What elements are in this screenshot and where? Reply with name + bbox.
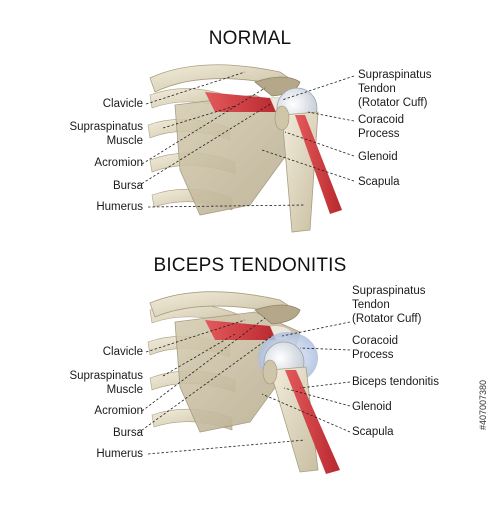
normal-label-acromion: Acromion <box>94 157 143 169</box>
title-biceps-tendonitis: BICEPS TENDONITIS <box>153 255 347 276</box>
biceps-label-supraspinatus-muscle: Supraspinatus Muscle <box>69 370 143 396</box>
biceps-label-biceps-tendonitis: Biceps tendonitis <box>352 376 439 388</box>
normal-shoulder-illustration <box>137 64 355 233</box>
normal-label-supraspinatus-tendon: Supraspinatus Tendon (Rotator Cuff) <box>358 69 432 109</box>
normal-label-scapula: Scapula <box>358 176 400 188</box>
normal-label-humerus: Humerus <box>96 201 143 213</box>
normal-label-glenoid: Glenoid <box>358 151 398 163</box>
normal-label-clavicle: Clavicle <box>102 98 143 110</box>
biceps-label-humerus: Humerus <box>96 448 143 460</box>
stock-id-watermark: #407007380 <box>477 379 488 430</box>
biceps-label-supraspinatus-tendon: Supraspinatus Tendon (Rotator Cuff) <box>352 285 426 325</box>
normal-label-supraspinatus-muscle: Supraspinatus Muscle <box>69 121 143 147</box>
normal-label-bursa: Bursa <box>112 180 143 192</box>
normal-label-coracoid-process: Coracoid Process <box>358 114 405 140</box>
biceps-label-coracoid-process: Coracoid Process <box>352 335 399 361</box>
biceps-label-acromion: Acromion <box>94 405 143 417</box>
biceps-label-glenoid: Glenoid <box>352 401 392 413</box>
biceps-label-clavicle: Clavicle <box>102 346 143 358</box>
biceps-tendonitis-illustration <box>137 291 351 474</box>
biceps-label-scapula: Scapula <box>352 426 394 438</box>
title-normal: NORMAL <box>208 28 292 49</box>
biceps-label-bursa: Bursa <box>112 427 143 439</box>
